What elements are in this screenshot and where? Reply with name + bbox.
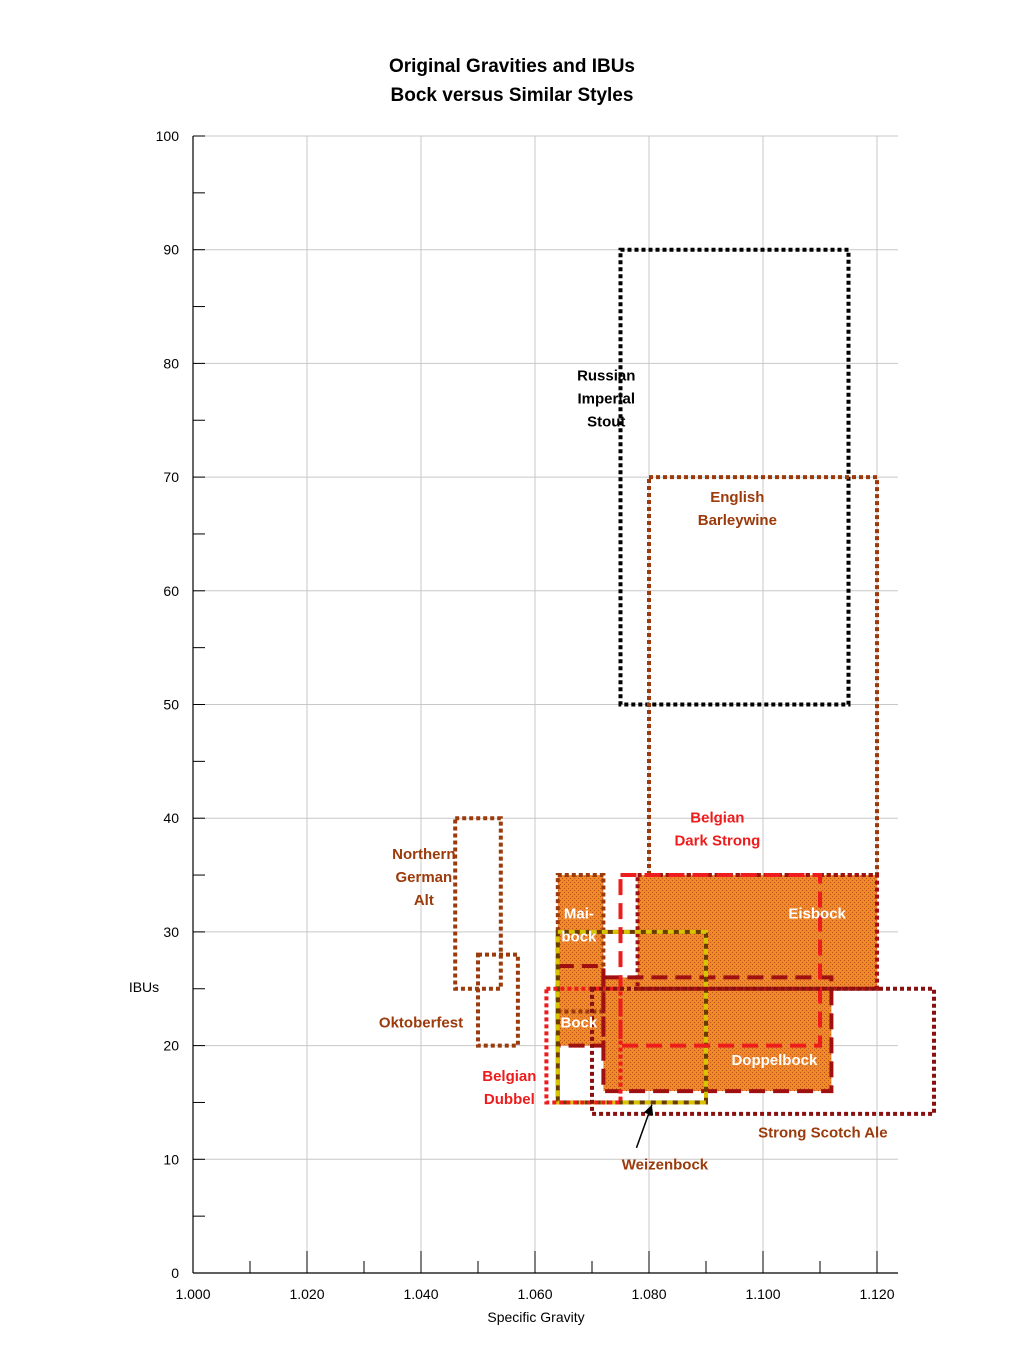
- chart-subtitle: Bock versus Similar Styles: [390, 85, 634, 106]
- style-label-line: Mai-: [564, 905, 594, 922]
- style-label-line: Weizenbock: [622, 1157, 709, 1174]
- style-label-line: Belgian: [482, 1068, 536, 1085]
- style-label-line: Imperial: [577, 390, 635, 407]
- x-tick-label: 1.020: [289, 1286, 324, 1302]
- style-label-line: Oktoberfest: [379, 1014, 463, 1031]
- style-label-line: Doppelbock: [731, 1052, 817, 1069]
- style-label-line: Bock: [561, 1014, 598, 1031]
- chart-title: Original Gravities and IBUs: [388, 56, 636, 77]
- style-box-english-barleywine: [647, 475, 879, 878]
- style-label-line: Strong Scotch Ale: [758, 1125, 887, 1142]
- x-tick-label: 1.000: [175, 1286, 210, 1302]
- y-tick-label: 70: [163, 469, 179, 485]
- style-label: Strong Scotch Ale: [758, 1125, 887, 1142]
- style-box-belgian-dark-strong: [618, 873, 822, 1048]
- style-label: Oktoberfest: [379, 1014, 463, 1031]
- style-box-doppelbock: [601, 975, 834, 1094]
- style-label-line: English: [710, 489, 764, 506]
- x-tick-label: 1.100: [745, 1286, 780, 1302]
- style-box-belgian-dubbel: [544, 986, 623, 1105]
- style-label-line: Dark Strong: [674, 833, 760, 850]
- style-label-line: Belgian: [690, 810, 744, 827]
- x-axis-label: Specific Gravity: [487, 1309, 584, 1325]
- y-tick-label: 60: [163, 583, 179, 599]
- style-label: Doppelbock: [731, 1052, 817, 1069]
- x-tick-label: 1.040: [403, 1286, 438, 1302]
- y-tick-label: 30: [163, 924, 179, 940]
- style-label-line: Eisbock: [788, 905, 846, 922]
- weizenbock-arrow-head: [643, 1104, 654, 1116]
- style-label: Weizenbock: [622, 1157, 709, 1174]
- style-label-line: Russian: [577, 367, 635, 384]
- y-tick-label: 10: [163, 1151, 179, 1167]
- style-label-line: Dubbel: [484, 1091, 535, 1108]
- y-axis-label: IBUs: [129, 979, 159, 995]
- style-label: Eisbock: [788, 905, 846, 922]
- x-tick-label: 1.120: [859, 1286, 894, 1302]
- y-tick-label: 40: [163, 810, 179, 826]
- style-label-line: Northern: [392, 846, 455, 863]
- style-box-eisbock: [635, 873, 879, 991]
- style-box-weizenbock-stripe: [555, 929, 708, 1105]
- y-tick-label: 90: [163, 242, 179, 258]
- style-label-line: bock: [561, 928, 597, 945]
- style-label-line: German: [395, 869, 452, 886]
- y-tick-label: 0: [171, 1265, 179, 1281]
- style-label: Mai-bock: [561, 905, 597, 945]
- style-box-strong-scotch-ale: [590, 986, 936, 1116]
- style-label-line: Barleywine: [698, 512, 777, 529]
- y-tick-label: 100: [156, 128, 180, 144]
- x-tick-label: 1.080: [631, 1286, 666, 1302]
- style-box-fill: [603, 977, 832, 1092]
- style-label-line: Alt: [414, 892, 434, 909]
- y-tick-label: 80: [163, 355, 179, 371]
- y-tick-label: 20: [163, 1038, 179, 1054]
- style-label-line: Stout: [587, 413, 625, 430]
- style-label: Bock: [561, 1014, 598, 1031]
- style-box-fill: [557, 966, 604, 1046]
- style-box-oktoberfest: [476, 952, 520, 1048]
- y-tick-label: 50: [163, 697, 179, 713]
- x-tick-label: 1.060: [517, 1286, 552, 1302]
